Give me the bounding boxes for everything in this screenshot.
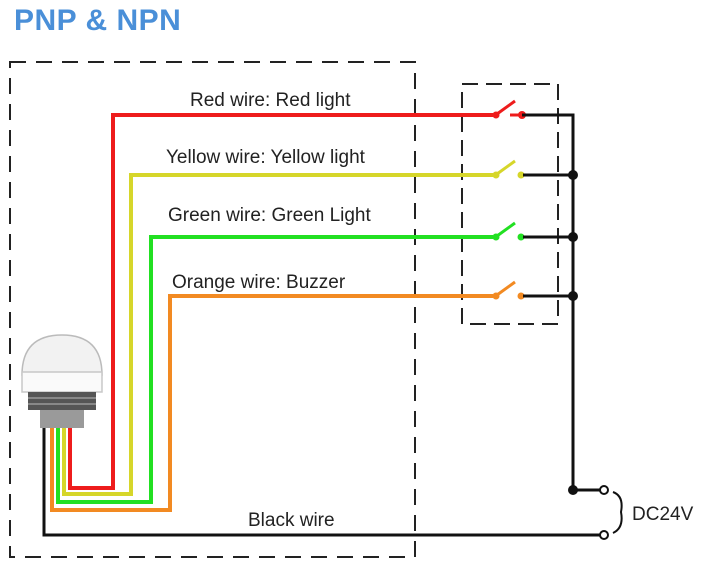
supply-terminals [599, 485, 623, 540]
indicator-light-icon [21, 334, 103, 428]
yellow-wire-label: Yellow wire: Yellow light [166, 147, 366, 168]
orange-wire [50, 294, 493, 512]
red-switch [492, 99, 526, 119]
switch-box [461, 83, 559, 325]
orange-wire-label: Orange wire: Buzzer [172, 272, 346, 293]
black-wire-label: Black wire [248, 510, 335, 531]
diagram-title: PNP & NPN [14, 4, 182, 37]
green-wire [56, 235, 493, 504]
device-enclosure [9, 61, 416, 558]
yellow-wire [62, 173, 493, 496]
yellow-switch [492, 159, 525, 179]
red-wire-label: Red wire: Red light [190, 90, 351, 111]
common-bus [522, 113, 601, 492]
black-wire [42, 428, 603, 537]
green-wire-label: Green wire: Green Light [168, 205, 371, 226]
junction-dots [568, 170, 578, 495]
red-wire [68, 113, 493, 490]
orange-switch [492, 280, 525, 300]
green-switch [492, 221, 525, 241]
supply-label: DC24V [632, 504, 694, 525]
